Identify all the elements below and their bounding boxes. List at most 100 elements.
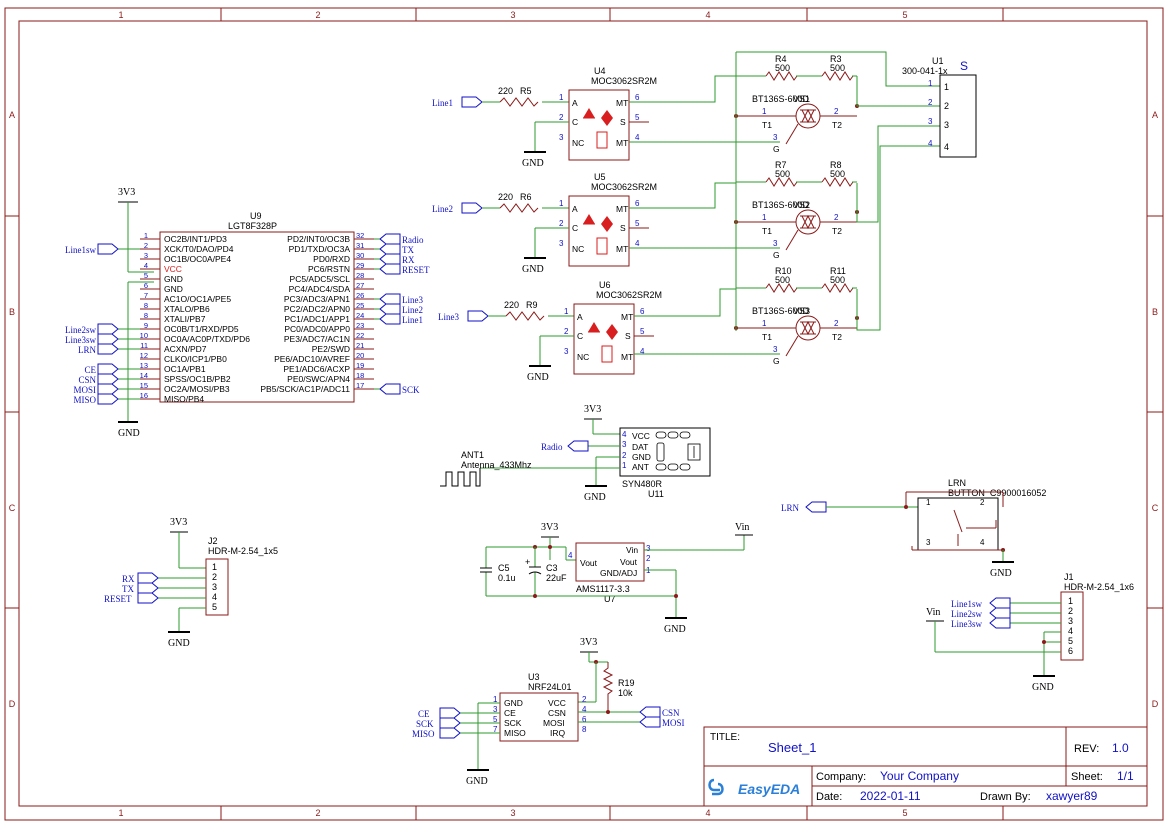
wire xyxy=(736,51,940,87)
opto-pin-nc: NC xyxy=(572,138,584,148)
u9-left-pinnum: 4 xyxy=(144,261,148,270)
u11-3v3-label: 3V3 xyxy=(584,404,601,415)
wire xyxy=(629,182,736,209)
resistor-ref: R7 xyxy=(775,160,787,170)
opto-pin-s: S xyxy=(620,223,626,233)
u11-pin: GND xyxy=(632,452,651,462)
net-flag xyxy=(97,393,119,405)
row-label: C xyxy=(1152,503,1159,513)
net-mosi-u9: MOSI xyxy=(73,385,96,395)
u9-right-pinnum: 27 xyxy=(356,281,364,290)
triac-g: G xyxy=(773,144,780,154)
row-label: B xyxy=(1152,307,1158,317)
row-label: C xyxy=(9,503,16,513)
u7-pin: Vout xyxy=(580,558,598,568)
u9-left-pinnum: 5 xyxy=(144,271,148,280)
opto-pinnum: 6 xyxy=(635,199,640,208)
net-mosi-u3: MOSI xyxy=(662,718,685,728)
resistor-value: 500 xyxy=(775,275,790,285)
opto-pinnum: 6 xyxy=(635,93,640,102)
net-line2sw-u9: Line2sw xyxy=(65,325,96,335)
u9-left-pinnum: 16 xyxy=(140,391,148,400)
r19-ref: R19 xyxy=(618,678,635,688)
opto-pinnum: 5 xyxy=(640,327,645,336)
company-label: Company: xyxy=(816,771,866,783)
u1-pinnum: 2 xyxy=(928,98,933,107)
net-ce-u9: CE xyxy=(84,365,96,375)
net-radio-u9: Radio xyxy=(402,235,424,245)
u3-pinnum: 5 xyxy=(493,715,498,724)
triac-g: G xyxy=(773,356,780,366)
u11-value: SYN480R xyxy=(622,479,663,489)
u9-left-pinnum: 3 xyxy=(144,251,148,260)
net-line1sw-u9: Line1sw xyxy=(65,245,96,255)
resistor-icon xyxy=(821,71,854,81)
triac-pinnum: 1 xyxy=(762,213,767,222)
resistor-ref: R9 xyxy=(526,300,538,310)
u3-pin: SCK xyxy=(504,718,522,728)
opto-pin-s: S xyxy=(625,331,631,341)
triac-value: BT136S-600D xyxy=(752,306,810,316)
net-flag xyxy=(97,363,119,375)
net-flag xyxy=(379,303,401,315)
resistor-ref: R5 xyxy=(520,86,532,96)
u9-left-pin: XTALO/PB6 xyxy=(164,304,210,314)
net-flag xyxy=(379,263,401,275)
u9-right-pinnum: 18 xyxy=(356,371,364,380)
net-flag xyxy=(97,343,119,355)
u3-ref: U3 xyxy=(528,672,540,682)
u9-left-pin: OC0A/AC0P/TXD/PD6 xyxy=(164,334,250,344)
col-label: 1 xyxy=(118,808,123,818)
u3-nrf24l01: 3V3 R19 10k U3 NRF24L01 GND CE SCK MISO … xyxy=(412,637,685,787)
triac-icon xyxy=(800,108,816,124)
u3-pinnum: 6 xyxy=(582,715,587,724)
net-flag xyxy=(97,243,119,255)
u9-right-pin: PC2/ADC2/APN0 xyxy=(284,304,350,314)
u1-pin-3: 3 xyxy=(944,120,949,130)
net-line2-opto: Line2 xyxy=(432,204,453,214)
triac-t1: T1 xyxy=(762,332,772,342)
row-label: A xyxy=(1152,110,1158,120)
u9-left-pin: CLKO/ICP1/PB0 xyxy=(164,354,227,364)
resistor-icon xyxy=(505,311,545,321)
triac-icon xyxy=(800,320,816,336)
u9-left-pinnum: 6 xyxy=(144,281,148,290)
u11-pin: ANT xyxy=(632,462,649,472)
company-value: Your Company xyxy=(880,769,959,783)
u3-pinnum: 1 xyxy=(493,695,498,704)
u7-pinnum: 4 xyxy=(568,551,573,560)
j2-header: 3V3 J2 HDR-M-2.54_1x5 1 2 3 4 5 RX TX RE… xyxy=(104,517,278,649)
j1-pin: 1 xyxy=(1068,596,1073,606)
r19-resistor-icon xyxy=(602,662,614,712)
u7-ref: U7 xyxy=(604,594,616,604)
net-tx-u9: TX xyxy=(402,245,414,255)
net-radio-u11: Radio xyxy=(541,442,563,452)
u9-left-pin: SPSS/OC1B/PB2 xyxy=(164,374,231,384)
j2-value: HDR-M-2.54_1x5 xyxy=(208,546,278,556)
u11-pin: DAT xyxy=(632,442,648,452)
easyeda-logo-text: EasyEDA xyxy=(738,781,800,797)
triac-t1: T1 xyxy=(762,226,772,236)
resistor-ref: R3 xyxy=(830,54,842,64)
u7-pin: GND/ADJ xyxy=(600,568,637,578)
row-label: D xyxy=(1152,699,1159,709)
resistor-value: 500 xyxy=(830,63,845,73)
r19-value: 10k xyxy=(618,688,633,698)
opto-pinnum: 1 xyxy=(564,307,569,316)
opto-pin-mt: MT xyxy=(621,352,633,362)
j2-pin: 2 xyxy=(212,572,217,582)
col-label: 2 xyxy=(315,10,320,20)
u9-left-pin: OC2B/INT1/PD3 xyxy=(164,234,227,244)
u1-pinnum: 4 xyxy=(928,139,933,148)
triac-value: BT136S-600D xyxy=(752,94,810,104)
opto-pin-mt: MT xyxy=(616,244,628,254)
resistor-ref: R10 xyxy=(775,266,792,276)
col-label: 4 xyxy=(705,10,710,20)
u3-pinnum: 2 xyxy=(582,695,587,704)
opto-pinnum: 6 xyxy=(640,307,645,316)
opto-pin-c: C xyxy=(577,331,583,341)
u11-gnd-label: GND xyxy=(584,492,606,503)
triac-ref: VS2 xyxy=(793,200,810,210)
